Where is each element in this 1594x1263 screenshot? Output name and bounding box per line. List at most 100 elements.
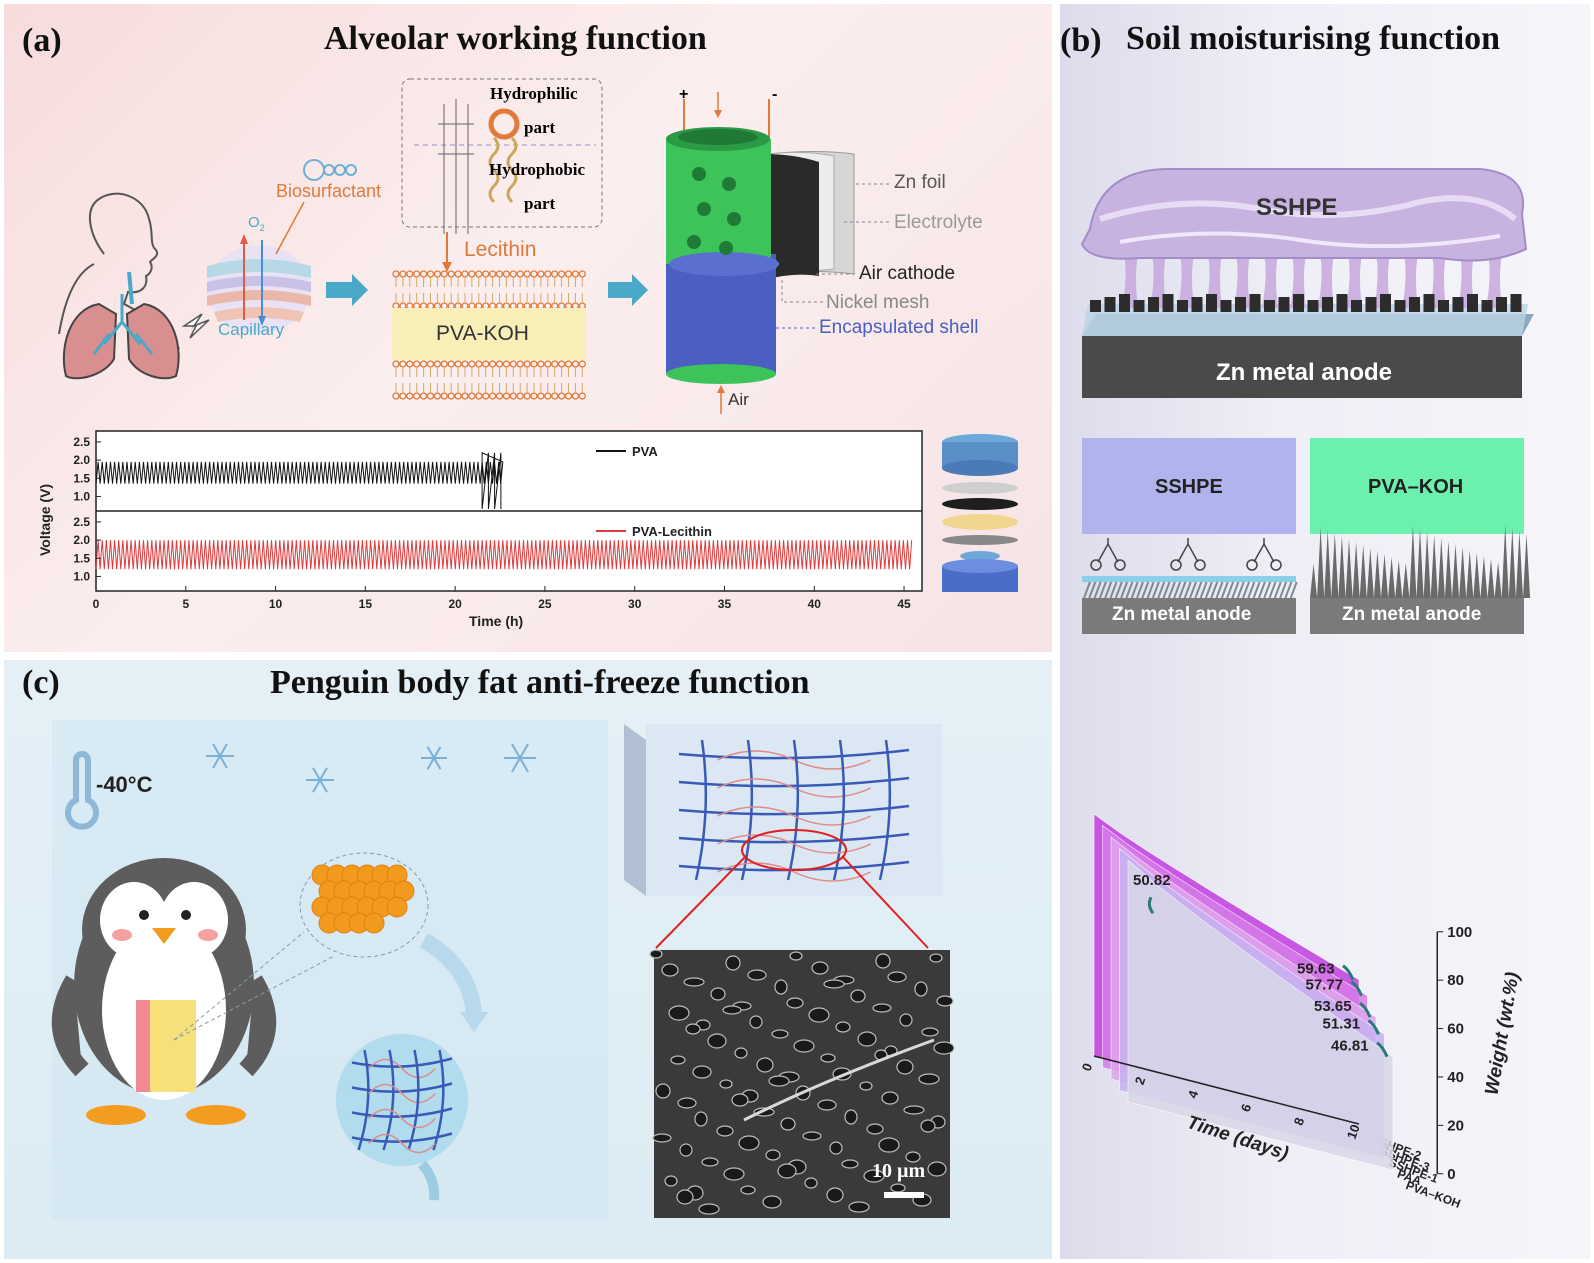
pore	[811, 961, 829, 975]
hydrophobic-part-label: part	[524, 194, 556, 213]
lipid-head	[482, 270, 490, 278]
x-tick-label: 10	[1344, 1122, 1363, 1141]
pore	[927, 1161, 947, 1177]
lecithin-chain	[717, 750, 871, 770]
pore	[793, 1039, 815, 1053]
lipid-head	[433, 392, 442, 400]
lipid-head	[537, 270, 545, 278]
pore	[887, 971, 907, 983]
polymer-chain	[351, 1132, 453, 1143]
annotation-extra: 50.82	[1133, 872, 1171, 889]
fat-cell	[363, 912, 385, 934]
nickel-mesh-label: Nickel mesh	[826, 292, 930, 313]
lipid-head	[488, 270, 497, 278]
pore	[835, 1021, 851, 1033]
pore	[817, 1099, 837, 1111]
lipid-head	[516, 360, 524, 368]
lipid-head	[578, 270, 586, 278]
pore	[771, 1029, 789, 1039]
y-tick-label: 60	[1447, 1021, 1464, 1038]
lipid-head	[440, 360, 448, 368]
pore	[738, 1135, 760, 1151]
pore	[896, 1059, 914, 1075]
pore	[929, 953, 943, 963]
pore	[668, 1005, 690, 1021]
lecithin-chain	[717, 834, 871, 854]
zn-flat-crystal	[1263, 581, 1272, 599]
lipid-head	[509, 392, 517, 400]
lipid-head	[551, 360, 559, 368]
polymer-chain	[832, 739, 846, 881]
x-tick-label: 0	[93, 597, 100, 611]
hydrogel-pillar	[1234, 254, 1250, 308]
y-tick-label: 0	[1447, 1166, 1455, 1183]
lipid-head	[523, 360, 531, 368]
zn-flat-crystal	[1204, 581, 1213, 599]
pore	[866, 1123, 884, 1135]
pore	[786, 997, 804, 1009]
sshpe-top-label: SSHPE	[1256, 194, 1338, 221]
zn-deposit-block	[1264, 300, 1275, 312]
x-tick-label: 40	[808, 597, 822, 611]
pore	[918, 1073, 940, 1085]
uniform-zn-deposit	[1083, 581, 1298, 599]
zn-flat-crystal	[1178, 581, 1187, 599]
zn-deposit-block	[1438, 300, 1449, 312]
x-tick-label: 15	[359, 597, 373, 611]
zn-flat-crystal	[1104, 581, 1113, 599]
zn-flat-crystal	[1157, 581, 1166, 599]
zn-flat-crystal	[1141, 581, 1150, 599]
y-tick-label: 1.5	[73, 551, 90, 565]
zn-deposit-block	[1452, 297, 1464, 312]
lecithin-molecule-icon	[438, 99, 474, 234]
zn-deposit-block	[1090, 300, 1101, 312]
lipid-head	[447, 270, 455, 278]
pore	[740, 1185, 756, 1195]
lipid-head	[523, 270, 531, 278]
x-tick-label: 35	[718, 597, 732, 611]
pore	[661, 963, 679, 977]
zn-flat-crystal	[1252, 581, 1261, 599]
zn-deposit-block	[1293, 294, 1304, 312]
zn-deposit-block	[1481, 300, 1493, 312]
pore	[878, 1137, 900, 1153]
panel-a-tag: (a)	[22, 22, 62, 59]
thermometer-icon	[65, 751, 99, 830]
panel-a-title: Alveolar working function	[324, 20, 707, 57]
pore	[719, 1079, 733, 1089]
lipid-head	[495, 360, 504, 368]
lipid-head	[571, 270, 580, 278]
hydrophilic-label: Hydrophilic	[490, 84, 578, 103]
polymer-chain	[351, 1082, 453, 1093]
lipid-head	[461, 270, 469, 278]
lipid-head	[447, 392, 455, 400]
lipid-head	[537, 360, 545, 368]
lipid-head	[413, 270, 421, 278]
battery-stack-icon	[942, 434, 1018, 592]
lipid-head	[426, 270, 435, 278]
legend-label-0: PVA	[632, 444, 658, 459]
lipid-head	[419, 392, 428, 400]
panel-c: (c) Penguin body fat anti-freeze functio…	[4, 660, 1052, 1259]
zn-deposit-block	[1467, 294, 1478, 312]
zn-flat-crystal	[1284, 581, 1293, 599]
x-tick-label: 10	[269, 597, 283, 611]
lipid-head	[551, 392, 559, 400]
pore	[820, 1053, 836, 1063]
pore	[936, 995, 954, 1007]
lipid-head	[482, 360, 490, 368]
ridge	[743, 1038, 935, 1122]
lipid-head	[433, 360, 442, 368]
hydrogel-pillar	[1178, 254, 1194, 308]
zn-flat-crystal	[1215, 581, 1224, 599]
pore	[859, 1081, 873, 1091]
pore	[808, 1007, 830, 1023]
zn-deposit-block	[1365, 297, 1377, 312]
lecithin-molecule-box	[401, 78, 603, 228]
x-tick-label: 25	[538, 597, 552, 611]
plus-terminal-label: +	[679, 86, 689, 103]
y-tick-label: 1.0	[73, 569, 90, 583]
zn-flat-crystal	[1088, 581, 1097, 599]
hydrogel-pillar	[1150, 254, 1166, 308]
